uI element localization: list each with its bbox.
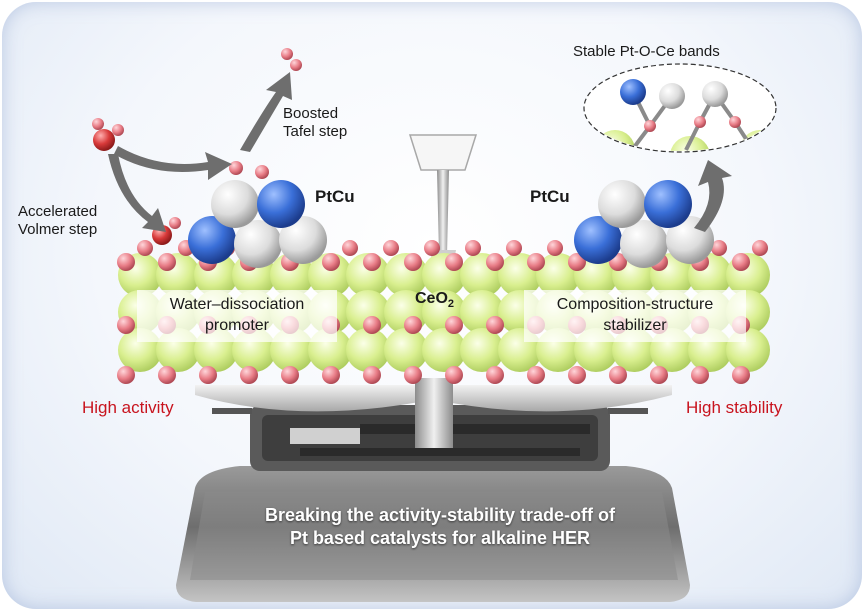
cu-atom [574, 216, 622, 264]
pt-atom [620, 220, 668, 268]
ptcu-left-label: PtCu [315, 187, 355, 206]
o-atom [568, 366, 586, 384]
ce-atom [346, 328, 390, 372]
arrow-to-bonds [694, 160, 732, 232]
ce-atom [422, 328, 466, 372]
o-atom [486, 253, 504, 271]
o-atom [404, 253, 422, 271]
o-atom [568, 253, 586, 271]
o-atom [527, 366, 545, 384]
o-atom [752, 240, 768, 256]
o-atom [199, 366, 217, 384]
o-atom [322, 366, 340, 384]
h-atom [255, 165, 269, 179]
h2-molecule [281, 48, 302, 71]
o-atom [281, 366, 299, 384]
arrow-to-tafel [240, 72, 292, 152]
o-atom [117, 253, 135, 271]
o-atom [240, 366, 258, 384]
o-atom [732, 366, 750, 384]
pt-atom [211, 180, 259, 228]
o-atom [445, 316, 463, 334]
o-atom [137, 240, 153, 256]
o-atom [363, 253, 381, 271]
stable-bonds-label: Stable Pt-O-Ce bands [573, 43, 720, 60]
ptcu-right-label: PtCu [530, 187, 570, 206]
high-stability-label: High stability [686, 398, 783, 417]
arrow-to-volmer [108, 154, 166, 232]
left-ptcu-cluster [188, 161, 327, 268]
o-atom [424, 240, 440, 256]
o-atom [609, 366, 627, 384]
o-atom [691, 366, 709, 384]
o-atom [383, 240, 399, 256]
o-atom [158, 366, 176, 384]
o-atom [445, 366, 463, 384]
h-atom [229, 161, 243, 175]
o-atom [117, 366, 135, 384]
o-atom [117, 316, 135, 334]
bond-inset [583, 63, 777, 153]
o-atom [404, 366, 422, 384]
o-atom [732, 253, 750, 271]
o-atom [547, 240, 563, 256]
pt-atom [234, 220, 282, 268]
ceo2-subscript: 2 [447, 298, 455, 311]
water-dissociation-box: Water–dissociation promoter [137, 290, 337, 342]
o-atom [445, 253, 463, 271]
o-atom [363, 316, 381, 334]
accelerated-volmer-label: Accelerated Volmer step [18, 203, 98, 238]
o-atom [404, 316, 422, 334]
scale-base [176, 378, 690, 602]
bottom-title: Breaking the activity-stability trade-of… [264, 505, 616, 548]
o-atom [650, 366, 668, 384]
o-atom [527, 253, 545, 271]
o-atom [506, 240, 522, 256]
o-atom [363, 366, 381, 384]
o-atom [465, 240, 481, 256]
cu-atom [644, 180, 692, 228]
o-atom [342, 240, 358, 256]
boosted-tafel-label: Boosted Tafel step [283, 105, 348, 140]
water-molecule-top [92, 118, 124, 151]
composition-stabilizer-box: Composition-structure stabilizer [524, 290, 746, 342]
cu-atom [257, 180, 305, 228]
pt-atom [598, 180, 646, 228]
o-atom [486, 316, 504, 334]
ce-atom [308, 253, 352, 297]
cu-atom [188, 216, 236, 264]
ceo2-label: CeO2 [415, 290, 454, 310]
ce-atom [384, 328, 428, 372]
reaction-arrows [108, 72, 732, 232]
o-atom [711, 240, 727, 256]
o-atom [322, 253, 340, 271]
ceo2-main: CeO [415, 290, 448, 307]
arrow-to-cluster [114, 146, 232, 180]
high-activity-label: High activity [82, 398, 174, 417]
o-atom [158, 253, 176, 271]
right-ptcu-cluster [574, 180, 714, 268]
pt-atom [279, 216, 327, 264]
o-atom [486, 366, 504, 384]
ce-atom [460, 328, 504, 372]
